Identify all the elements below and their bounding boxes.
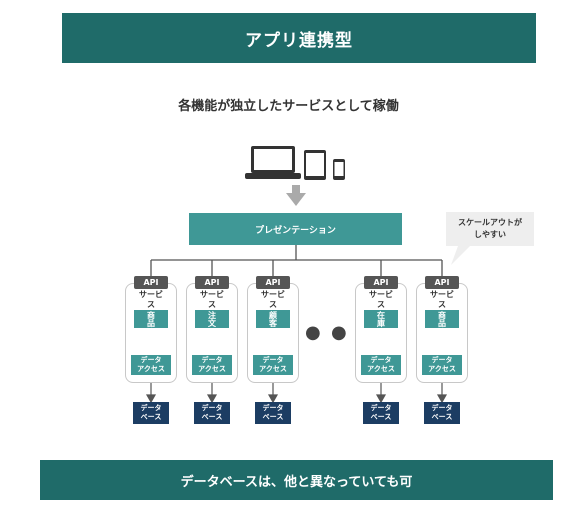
data-access-box: データアクセス (192, 355, 232, 375)
data-access-box: データアクセス (422, 355, 462, 375)
database-box: データベース (255, 402, 291, 424)
database-box: データベース (424, 402, 460, 424)
laptop-icon (245, 146, 301, 179)
database-box: データベース (194, 402, 230, 424)
data-access-box: データアクセス (361, 355, 401, 375)
data-access-box: データアクセス (131, 355, 171, 375)
presentation-layer: プレゼンテーション (189, 213, 402, 245)
callout-line-1: スケールアウトが (458, 218, 522, 227)
service-label: サービス (369, 290, 393, 309)
service-name-box: 商品 (425, 310, 459, 328)
diagram-subtitle: 各機能が独立したサービスとして稼働 (178, 99, 399, 114)
database-box: データベース (363, 402, 399, 424)
service-name-box: 顧客 (256, 310, 290, 328)
api-badge: API (425, 276, 459, 289)
footer-text: データベースは、他と異なっていても可 (180, 474, 413, 490)
service-label: サービス (139, 290, 163, 309)
service-label: サービス (200, 290, 224, 309)
service-label: サービス (430, 290, 454, 309)
service-name-box: 在庫 (364, 310, 398, 328)
database-box: データベース (133, 402, 169, 424)
page-title: アプリ連携型 (245, 30, 353, 51)
data-access-box: データアクセス (253, 355, 293, 375)
tablet-icon (304, 150, 326, 180)
callout-tail (451, 246, 470, 265)
api-badge: API (364, 276, 398, 289)
api-badge: API (256, 276, 290, 289)
service-name-box: 商品 (134, 310, 168, 328)
smartphone-icon (333, 159, 345, 180)
connector-lines (150, 245, 443, 277)
service-name-box: 注文 (195, 310, 229, 328)
callout-line-2: しやすい (474, 230, 506, 239)
presentation-label: プレゼンテーション (255, 225, 336, 236)
db-arrows (145, 383, 448, 404)
scale-out-callout: スケールアウトが しやすい (446, 212, 534, 246)
service-label: サービス (261, 290, 285, 309)
api-badge: API (195, 276, 229, 289)
footer-banner: データベースは、他と異なっていても可 (40, 460, 553, 500)
down-arrow-icon (286, 185, 306, 206)
header-banner: アプリ連携型 (62, 13, 536, 63)
api-badge: API (134, 276, 168, 289)
